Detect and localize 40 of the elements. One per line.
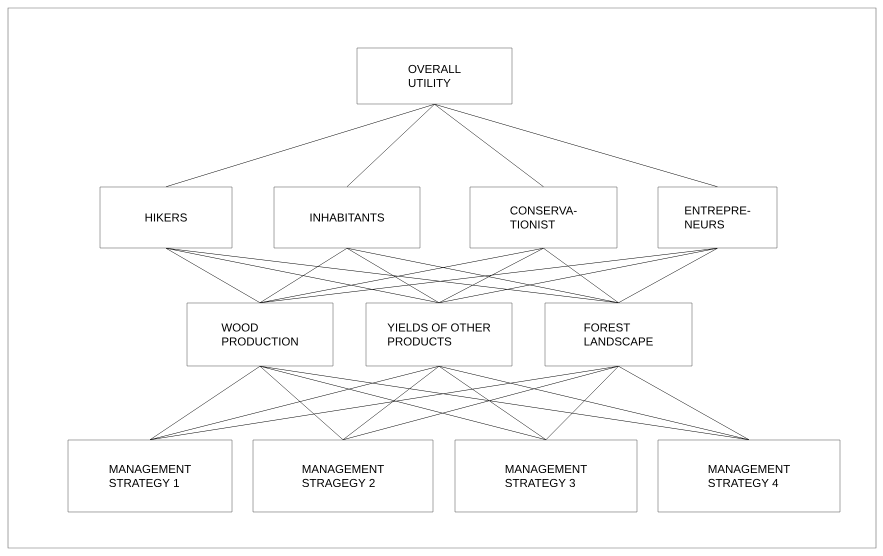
- connector-line: [438, 366, 546, 440]
- connector-line: [342, 366, 440, 440]
- connector-line: [438, 248, 718, 303]
- level-box: CONSERVA- TIONIST: [470, 186, 618, 248]
- connector-line: [260, 366, 546, 440]
- connector-line: [260, 366, 750, 440]
- connector-line: [434, 104, 544, 187]
- level-box: MANAGEMENT STRATEGY 4: [658, 440, 840, 512]
- connector-line: [434, 104, 718, 187]
- level-box: HIKERS: [100, 186, 232, 248]
- connector-line: [618, 248, 718, 303]
- connector-line: [346, 248, 440, 303]
- connector-line: [342, 366, 619, 440]
- level-box: FOREST LANDSCAPE: [544, 302, 692, 366]
- connector-line: [150, 366, 260, 440]
- connector-line: [618, 366, 750, 440]
- level-box: ENTREPRE- NEURS: [658, 186, 778, 248]
- connector-line: [166, 104, 435, 187]
- level-box: WOOD PRODUCTION: [186, 302, 334, 366]
- level-box: MANAGEMENT STRATEGY 1: [68, 440, 232, 512]
- connector-line: [546, 366, 619, 440]
- connector-line: [150, 366, 619, 440]
- connector-line: [438, 366, 750, 440]
- level-box: OVERALL UTILITY: [356, 48, 512, 104]
- connector-line: [166, 248, 440, 303]
- connector-line: [260, 248, 348, 303]
- connector-line: [438, 248, 544, 303]
- level-box: MANAGEMENT STRAGEGY 2: [252, 440, 434, 512]
- connector-line: [166, 248, 619, 303]
- connector-line: [346, 248, 619, 303]
- level-box: INHABITANTS: [274, 186, 420, 248]
- connector-line: [260, 366, 344, 440]
- level-box: YIELDS OF OTHER PRODUCTS: [366, 302, 512, 366]
- connector-line: [543, 248, 619, 303]
- connector-line: [166, 248, 260, 303]
- connector-line: [260, 248, 544, 303]
- connector-line: [260, 248, 718, 303]
- connector-line: [346, 104, 435, 187]
- level-box: MANAGEMENT STRATEGY 3: [454, 440, 638, 512]
- connector-line: [150, 366, 440, 440]
